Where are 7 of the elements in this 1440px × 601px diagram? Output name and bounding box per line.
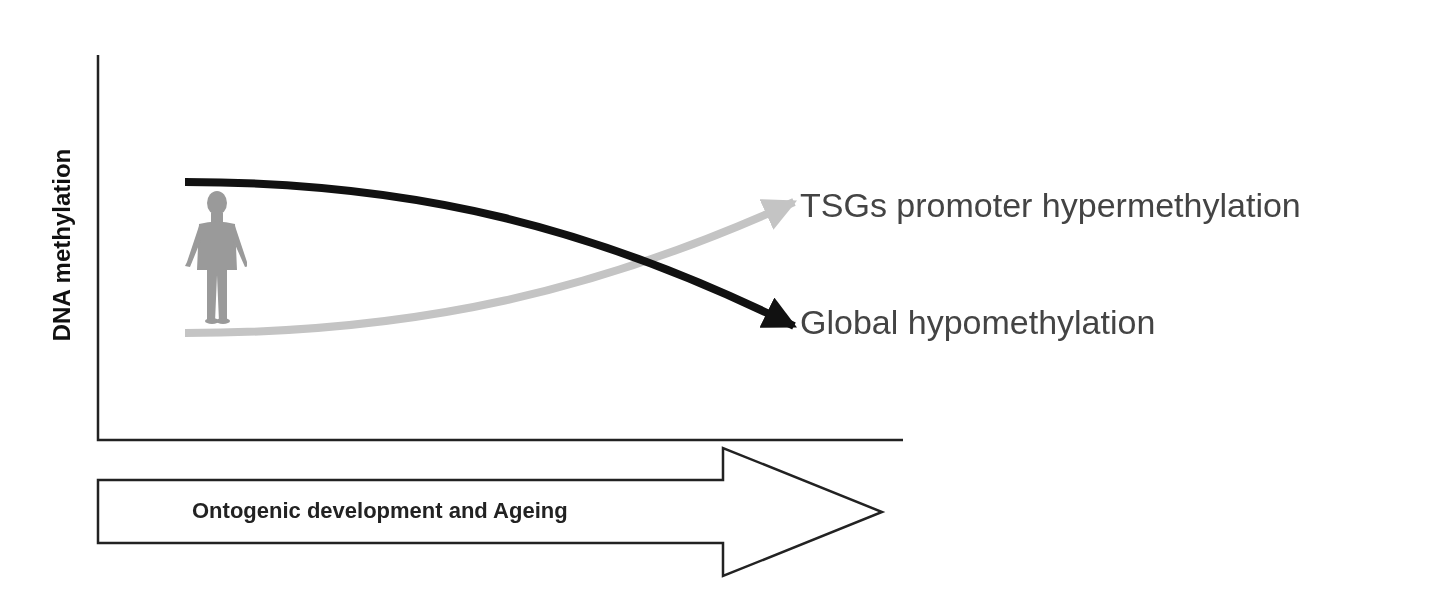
curved-arrow — [184, 178, 798, 330]
curved-arrow — [184, 198, 798, 337]
block-arrow — [96, 446, 886, 578]
curve-label: Global hypomethylation — [800, 302, 1260, 342]
axis-label: DNA methylation — [48, 148, 77, 342]
curve-label: TSGs promoter hypermethylation — [800, 185, 1430, 225]
arrow-label: Ontogenic development and Ageing — [192, 498, 568, 524]
